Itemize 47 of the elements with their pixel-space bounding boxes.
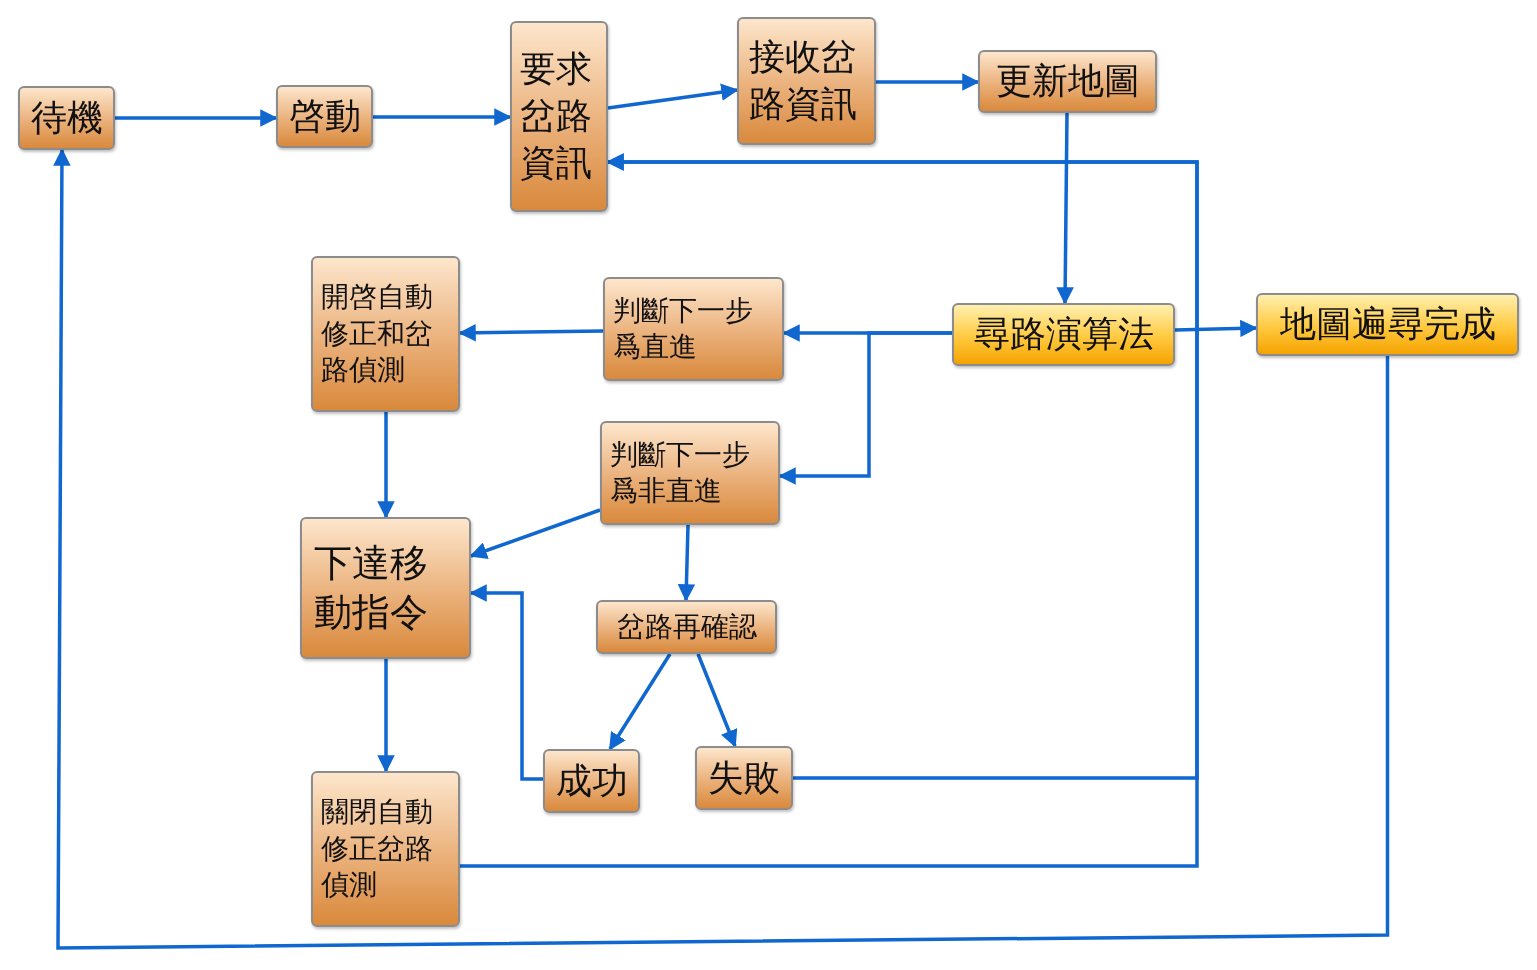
- process-box: [596, 600, 777, 654]
- arrow: [677, 524, 696, 602]
- arrow: [778, 331, 952, 485]
- process-box: [311, 256, 460, 412]
- process-box: [18, 86, 115, 150]
- arrow: [696, 653, 738, 748]
- box-label: 失敗: [708, 755, 780, 800]
- arrow: [1174, 319, 1258, 338]
- arrow: [607, 83, 739, 110]
- arrow: [377, 659, 395, 773]
- box-label: 待機: [30, 95, 103, 140]
- box-label: 下達移動指令: [314, 539, 429, 636]
- box-label: 接收岔路資訊: [749, 35, 858, 126]
- process-box: [276, 85, 373, 148]
- box-label: 要求岔路資訊: [520, 47, 593, 185]
- arrow: [373, 108, 512, 126]
- process-box: [695, 746, 793, 810]
- process-box: [311, 771, 460, 927]
- arrow: [458, 324, 604, 342]
- process-box: [737, 17, 876, 145]
- box-label: 地圖遍尋完成: [1279, 302, 1496, 347]
- box-label: 更新地圖: [995, 59, 1140, 104]
- highlight-process-box: [1256, 293, 1519, 356]
- arrow: [469, 508, 601, 559]
- box-label: 關閉自動修正岔路偵測: [321, 794, 434, 904]
- box-label: 判斷下一步爲非直進: [610, 436, 751, 509]
- process-box: [978, 50, 1157, 113]
- arrow: [53, 148, 1390, 950]
- arrow: [115, 109, 278, 127]
- box-label: 尋路演算法: [973, 312, 1154, 357]
- box-label: 啓動: [288, 94, 361, 139]
- process-box: [600, 421, 780, 525]
- process-box: [300, 517, 471, 659]
- box-label: 成功: [555, 758, 628, 803]
- arrow: [460, 153, 1199, 868]
- arrow: [1056, 113, 1074, 305]
- box-label: 開啓自動修正和岔路偵測: [321, 279, 434, 389]
- process-box: [510, 21, 608, 212]
- arrow: [377, 412, 395, 519]
- highlight-process-box: [952, 303, 1175, 366]
- box-label: 岔路再確認: [616, 608, 757, 645]
- process-box: [543, 749, 640, 813]
- arrow: [608, 653, 672, 751]
- arrow: [876, 73, 980, 91]
- box-label: 判斷下一步爲直進: [613, 292, 754, 365]
- process-box: [603, 277, 784, 381]
- arrow: [469, 584, 543, 781]
